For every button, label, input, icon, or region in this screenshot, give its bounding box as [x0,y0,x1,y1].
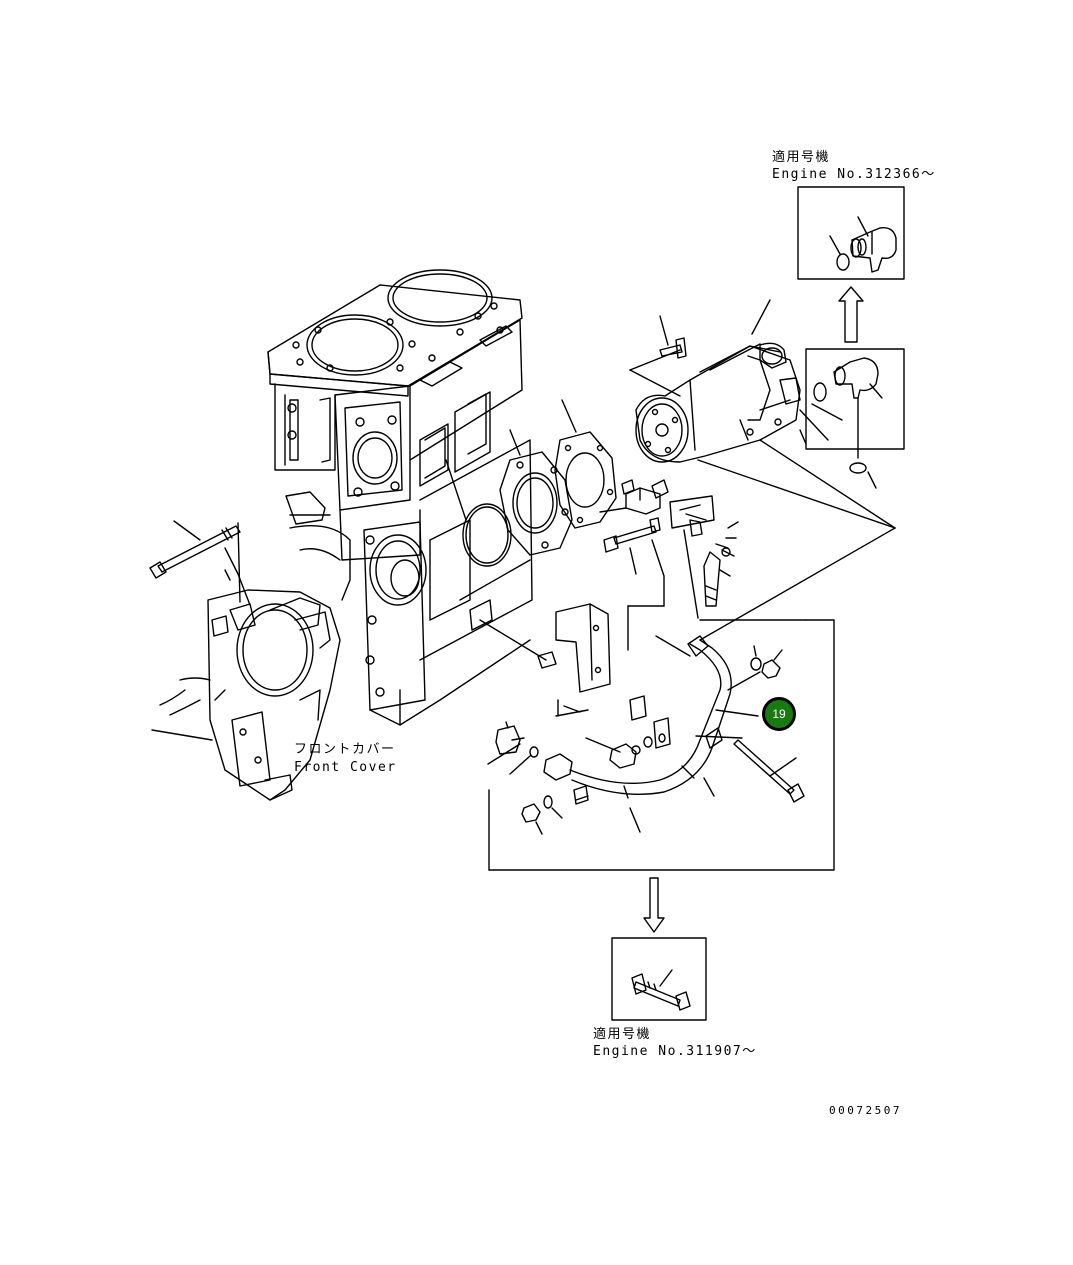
pump-bolt [659,315,687,359]
gasket-plate [554,399,617,529]
engine-block [267,269,533,726]
middle-inset-box [805,348,905,489]
connector-lines [555,527,896,717]
drawing-number: 00072507 [829,1104,902,1117]
top-engine-number-label: Engine No.312366～ [772,167,936,182]
arrow-down [643,877,665,933]
lower-inset-box [487,619,835,871]
bottom-applicable-label-jp: 適用号機 [593,1027,652,1042]
front-cover-label-jp: フロントカバー [294,742,396,757]
arrow-up [838,286,864,343]
injection-pump [629,299,896,529]
top-inset-box [797,186,905,280]
top-applicable-label-jp: 適用号機 [772,150,831,165]
o-ring [445,459,512,567]
upper-bracket [479,603,611,693]
adapter-plate [499,429,573,556]
front-cover [151,547,341,801]
bottom-inset-box [611,937,707,1021]
pipe-and-fittings [683,521,739,619]
front-cover-label-en: Front Cover [294,760,397,775]
long-bolt [149,520,241,603]
part-callout-19[interactable]: 19 [762,697,796,731]
upper-bracket-parts [599,479,715,651]
bottom-engine-number-label: Engine No.311907～ [593,1044,757,1059]
